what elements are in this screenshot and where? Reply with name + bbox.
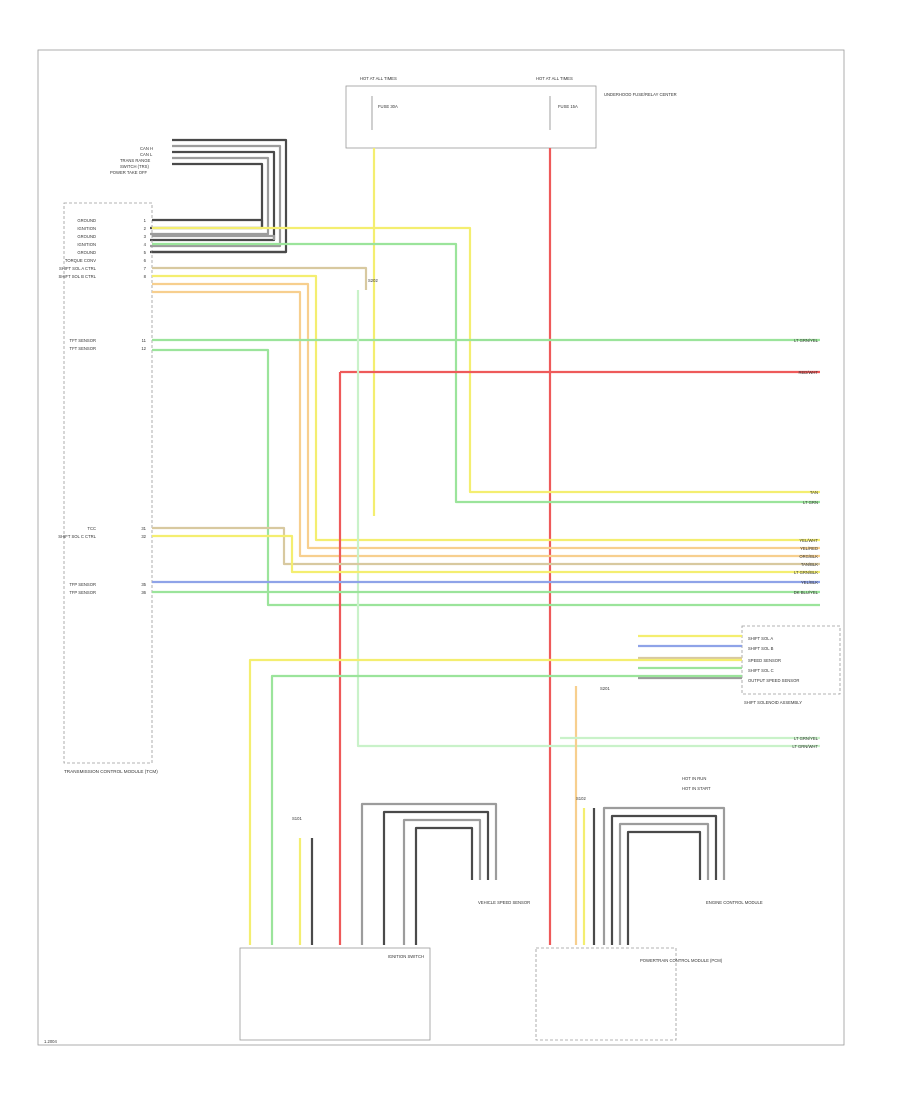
bottom-left-harness: S101 xyxy=(292,802,498,945)
pin-name-5: GROUND xyxy=(77,250,96,255)
bottom-right-module: POWERTRAIN CONTROL MODULE (PCM) xyxy=(535,947,723,1041)
splice-label-3: S201 xyxy=(600,686,610,691)
wire-label-6: YEL/RED xyxy=(800,546,818,551)
pin-num-5: 5 xyxy=(144,250,147,255)
harness-label-2: CAN L xyxy=(140,152,153,157)
wire-pale-green-long xyxy=(356,290,820,748)
diagram-frame xyxy=(37,49,845,1046)
top-module-name: UNDERHOOD FUSE/RELAY CENTER xyxy=(604,92,677,97)
pin-name-11: TFT SENSOR xyxy=(70,338,96,343)
tcm-module: TRANSMISSION CONTROL MODULE (TCM) xyxy=(63,202,158,774)
wire-label-5: YEL/WHT xyxy=(799,538,818,543)
pin-name-8: SHIFT SOL B CTRL xyxy=(59,274,97,279)
pin-name-12: TFT SENSOR xyxy=(70,346,96,351)
pin-num-2: 2 xyxy=(144,226,147,231)
pin-name-4: IGNITION xyxy=(77,242,96,247)
top-fuse-module: HOT AT ALL TIMES HOT AT ALL TIMES FUSE 3… xyxy=(345,76,677,149)
wire-label-12: LT GRN/YEL xyxy=(794,736,819,741)
wire-pin3 xyxy=(152,234,276,240)
right-module-label: SHIFT SOLENOID ASSEMBLY xyxy=(744,700,802,705)
legend-item-2: HOT IN START xyxy=(682,786,711,791)
wire-pin31 xyxy=(152,526,820,566)
pin-name-3: GROUND xyxy=(77,234,96,239)
pin-name-2: IGNITION xyxy=(77,226,96,231)
tcm-label: TRANSMISSION CONTROL MODULE (TCM) xyxy=(64,769,158,774)
harness-label-3: TRANS RANGE xyxy=(120,158,150,163)
footer-code: 1.2004 xyxy=(44,1039,57,1044)
pin-num-35: 35 xyxy=(141,582,146,587)
wire-label-8: TAN/BLK xyxy=(801,562,818,567)
splice-label-1: S101 xyxy=(292,816,302,821)
pin-name-6: TORQUE CONV xyxy=(65,258,96,263)
wire-label-9: LT GRN/BLK xyxy=(794,570,818,575)
wire-bottom-yellow xyxy=(248,658,742,945)
wire-label-4: LT GRN xyxy=(803,500,818,505)
pin-name-35: TFP SENSOR xyxy=(69,582,96,587)
legend-item-1: HOT IN RUN xyxy=(682,776,706,781)
wire-label-3: TAN xyxy=(810,490,818,495)
pin-num-36: 36 xyxy=(141,590,146,595)
pin-num-1: 1 xyxy=(144,218,147,223)
wire-pin1 xyxy=(152,218,264,228)
pcm-label: POWERTRAIN CONTROL MODULE (PCM) xyxy=(640,958,723,963)
right-module: SHIFT SOLENOID ASSEMBLY SHIFT SOL A SHIF… xyxy=(638,625,841,705)
top-left-hot-label: HOT AT ALL TIMES xyxy=(360,76,397,81)
pin-num-31: 31 xyxy=(141,526,146,531)
wire-label-1: LT GRN/YEL xyxy=(794,338,819,343)
wire-pin8a xyxy=(152,282,820,550)
wire-pin2 xyxy=(152,226,820,494)
bottom-right-harness: S102 xyxy=(576,796,726,945)
pin-num-3: 3 xyxy=(144,234,147,239)
solenoid-label-3: SPEED SENSOR xyxy=(748,658,781,663)
splice-label-4: S202 xyxy=(368,278,378,283)
wire-bottom-green xyxy=(270,674,742,945)
wire-pin8b xyxy=(152,290,820,558)
solenoid-label-2: SHIFT SOL B xyxy=(748,646,774,651)
wire-pin6 xyxy=(152,266,368,290)
pin-name-1: GROUND xyxy=(77,218,96,223)
pin-name-32: SHIFT SOL C CTRL xyxy=(58,534,96,539)
pin-name-7: SHIFT SOL A CTRL xyxy=(59,266,97,271)
pin-num-32: 32 xyxy=(141,534,146,539)
solenoid-label-4: SHIFT SOL C xyxy=(748,668,774,673)
wire-pin32 xyxy=(152,534,820,574)
pin-num-4: 4 xyxy=(144,242,147,247)
bottom-right-module-label: ENGINE CONTROL MODULE xyxy=(706,900,763,905)
harness-label-1: CAN H xyxy=(140,146,153,151)
pin-num-11: 11 xyxy=(142,338,147,343)
bottom-left-module: IGNITION SWITCH xyxy=(239,947,431,1041)
pin-num-7: 7 xyxy=(144,266,147,271)
wire-label-13: LT GRN/WHT xyxy=(792,744,818,749)
harness-label-5: POWER TAKE OFF xyxy=(110,170,148,175)
bottom-middle-module-label: VEHICLE SPEED SENSOR xyxy=(478,900,530,905)
right-wire-labels: LT GRN/YEL RED/WHT TAN LT GRN YEL/WHT YE… xyxy=(792,338,818,749)
wire-label-10: YEL/BLK xyxy=(801,580,818,585)
top-right-fuse-label: FUSE 15A xyxy=(558,104,578,109)
bottom-left-module-label: IGNITION SWITCH xyxy=(388,954,424,959)
wire-label-11: DK BLU/YEL xyxy=(794,590,819,595)
pin-num-12: 12 xyxy=(141,346,146,351)
splice-label-2: S102 xyxy=(576,796,586,801)
pin-name-31: TCC xyxy=(87,526,96,531)
top-right-hot-label: HOT AT ALL TIMES xyxy=(536,76,573,81)
pin-num-8: 8 xyxy=(144,274,147,279)
left-pin-labels: GROUND 1 IGNITION 2 GROUND 3 IGNITION 4 … xyxy=(58,218,146,595)
top-left-fuse-label: FUSE 30A xyxy=(378,104,398,109)
harness-label-4: SWITCH (TRS) xyxy=(120,164,149,169)
wire-pin7 xyxy=(152,274,820,542)
wire-label-7: ORG/BLK xyxy=(799,554,818,559)
wire-tft-2 xyxy=(152,348,820,607)
pin-name-36: TFP SENSOR xyxy=(69,590,96,595)
solenoid-label-5: OUTPUT SPEED SENSOR xyxy=(748,678,799,683)
solenoid-label-1: SHIFT SOL A xyxy=(748,636,773,641)
legend: HOT IN RUN HOT IN START xyxy=(682,776,711,791)
pin-num-6: 6 xyxy=(144,258,147,263)
wire-label-2: RED/WHT xyxy=(798,370,818,375)
